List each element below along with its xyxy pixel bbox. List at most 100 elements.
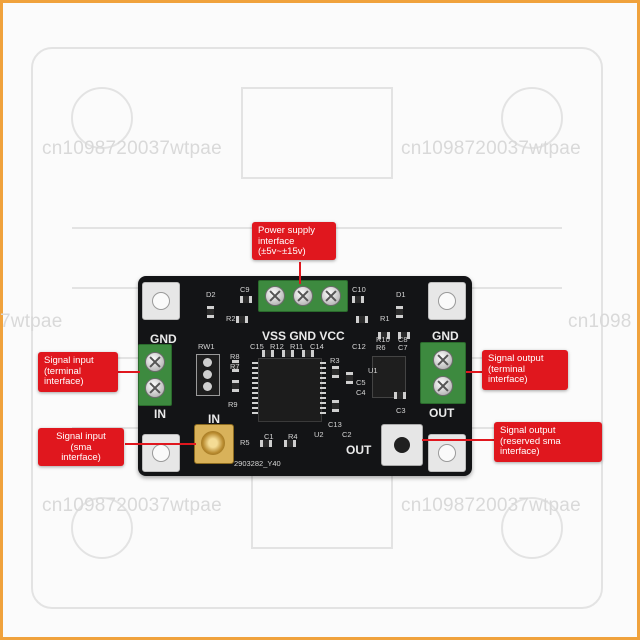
watermark: cn1098720037wtpae	[401, 495, 581, 516]
ref-r2: R2	[226, 314, 236, 323]
callout-line: (±5v~±15v)	[258, 246, 306, 257]
ref-c13: C13	[328, 420, 342, 429]
smd-component	[282, 350, 294, 357]
ref-c10: C10	[352, 285, 366, 294]
callout-power-supply: Power supply interface (±5v~±15v)	[252, 222, 336, 260]
ref-d2: D2	[206, 290, 216, 299]
ref-c15: C15	[250, 342, 264, 351]
smd-component	[240, 296, 252, 303]
ref-r3: R3	[330, 356, 340, 365]
smd-component	[378, 332, 390, 339]
potentiometer	[196, 354, 220, 396]
smd-component	[396, 306, 403, 318]
chip-pins	[320, 362, 326, 416]
smd-component	[207, 306, 214, 318]
callout-line: interface	[258, 235, 295, 247]
watermark: cn1098720037wtpae	[42, 138, 222, 159]
screw-icon	[265, 286, 285, 306]
callout-line: (terminal	[488, 363, 525, 375]
screw-icon	[433, 376, 453, 396]
callout-signal-output-terminal: Signal output (terminal interface)	[482, 350, 568, 390]
ref-c2: C2	[342, 430, 352, 439]
ref-d1: D1	[396, 290, 406, 299]
mounting-hole	[428, 282, 466, 320]
out-label: OUT	[429, 406, 455, 420]
smd-component	[346, 372, 353, 384]
watermark-partial: 7wtpae	[0, 311, 63, 332]
sma-input-connector	[194, 424, 234, 464]
smd-component	[232, 360, 239, 372]
callout-line: interface)	[488, 374, 528, 385]
smd-component	[232, 380, 239, 392]
ref-c7: C7	[398, 343, 408, 352]
watermark: cn1098720037wtpae	[42, 495, 222, 516]
callout-line: (reserved sma	[500, 435, 561, 447]
ref-u2: U2	[314, 430, 324, 439]
screw-icon	[433, 350, 453, 370]
ref-r10: R10	[376, 335, 390, 344]
main-ic-chip	[258, 358, 322, 422]
screw-icon	[145, 352, 165, 372]
smd-component	[262, 350, 274, 357]
ref-c3: C3	[396, 406, 406, 415]
ref-c4: C4	[356, 388, 366, 397]
part-number: 2903282_Y40	[234, 459, 281, 468]
ref-r1: R1	[380, 314, 390, 323]
ref-r6: R6	[376, 343, 386, 352]
screw-icon	[145, 378, 165, 398]
sma-output-pad	[381, 424, 423, 466]
ref-c12: C12	[352, 342, 366, 351]
smd-component	[332, 366, 339, 378]
callout-line: Signal output	[488, 353, 544, 364]
smd-component	[356, 316, 368, 323]
callout-line: Signal input	[44, 355, 94, 366]
watermark: cn1098720037wtpae	[401, 138, 581, 159]
callout-line: interface)	[500, 446, 540, 457]
callout-line: interface)	[44, 376, 84, 387]
mounting-hole	[428, 434, 466, 472]
ref-c14: C14	[310, 342, 324, 351]
ref-r4: R4	[288, 432, 298, 441]
ref-r7: R7	[230, 362, 240, 371]
ref-r8: R8	[230, 352, 240, 361]
input-terminal-block	[138, 344, 172, 406]
smd-component	[260, 440, 272, 447]
ref-r9: R9	[228, 400, 238, 409]
callout-line: (sma	[70, 441, 92, 453]
ref-c5: C5	[356, 378, 366, 387]
callout-line: Power supply	[258, 225, 316, 236]
callout-signal-input-terminal: Signal input (terminal interface)	[38, 352, 118, 392]
smd-component	[398, 332, 410, 339]
screw-icon	[293, 286, 313, 306]
in-label: IN	[154, 407, 166, 421]
ref-u1: U1	[368, 366, 378, 375]
callout-signal-output-sma: Signal output (reserved sma interface)	[494, 422, 602, 462]
smd-component	[302, 350, 314, 357]
right-gnd-label: GND	[432, 329, 459, 343]
callout-line: Signal output	[500, 425, 556, 436]
smd-component	[284, 440, 296, 447]
sma-in-label: IN	[208, 412, 220, 426]
pot-ref: RW1	[198, 342, 215, 351]
callout-line: interface)	[61, 452, 101, 463]
callout-line: (terminal	[44, 365, 81, 377]
smd-component	[394, 392, 406, 399]
ref-c1: C1	[264, 432, 274, 441]
output-terminal-block	[420, 342, 466, 404]
callout-line: Signal input	[56, 431, 106, 442]
screw-icon	[321, 286, 341, 306]
callout-signal-input-sma: Signal input (sma interface)	[38, 428, 124, 466]
ref-r5: R5	[240, 438, 250, 447]
mounting-hole	[142, 282, 180, 320]
sma-out-label: OUT	[346, 443, 372, 457]
ref-c9: C9	[240, 285, 250, 294]
secondary-ic-chip	[372, 356, 406, 398]
ref-c8: C8	[398, 335, 408, 344]
power-terminal-block	[258, 280, 348, 312]
mounting-hole	[142, 434, 180, 472]
ref-r11: R11	[290, 342, 304, 351]
left-gnd-label: GND	[150, 332, 177, 346]
smd-component	[332, 400, 339, 412]
watermark-partial: cn1098	[568, 311, 632, 332]
ref-r12: R12	[270, 342, 284, 351]
